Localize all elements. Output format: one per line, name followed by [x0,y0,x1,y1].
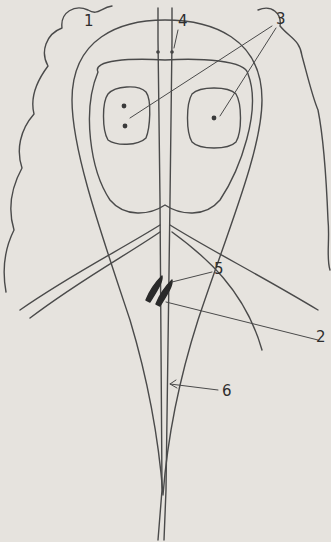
callout-number: 2 [316,330,326,345]
flagellum [172,232,262,350]
callout-number: 6 [222,384,232,399]
flagellum [30,232,160,318]
karyosome [212,116,217,121]
leader-line [166,302,318,340]
axostyle [158,8,162,540]
callout-number: 4 [178,14,188,29]
flagellum [20,225,160,310]
undulating-membrane [4,6,330,292]
karyosome [123,124,128,129]
callout-number: 5 [214,262,224,277]
callout-number: 3 [276,12,286,27]
callout-number: 1 [84,14,94,29]
leader-line [172,272,212,282]
leader-line [174,30,178,48]
flagellum [170,225,318,310]
axostyle [164,8,172,540]
median-body [156,280,172,306]
karyosome [122,104,127,109]
nucleus [104,87,150,144]
leader-line [130,26,272,118]
leader-line [220,28,276,116]
leader-line [170,380,218,390]
